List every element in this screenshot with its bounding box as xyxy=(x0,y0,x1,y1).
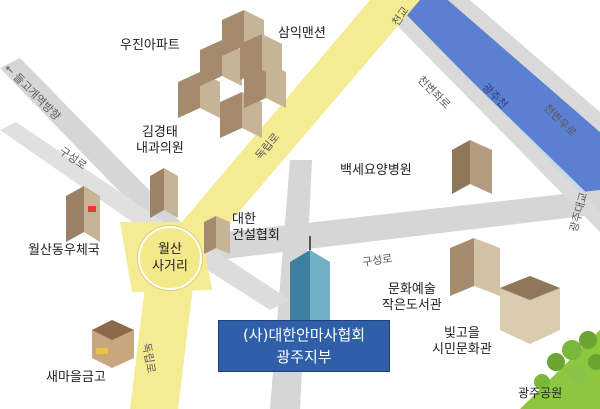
post-office-building xyxy=(66,186,100,242)
library-label-line1: 문화예술 xyxy=(387,282,436,297)
park-trees xyxy=(534,331,600,390)
destination-branch: 광주지부 xyxy=(276,348,332,366)
guseong-road-left xyxy=(0,122,176,244)
cheonbyeon-u-road xyxy=(448,0,600,132)
library-building xyxy=(450,238,500,296)
cheonbyeon-jwa-road xyxy=(372,0,600,232)
destination-tower xyxy=(290,236,330,330)
baekse-hospital-label: 백세요양병원 xyxy=(340,163,412,178)
kim-clinic-label-line1: 김경태 xyxy=(141,125,178,140)
culture-center-building xyxy=(500,276,560,344)
destination-callout: (사)대한안마사협회 광주지부 xyxy=(218,320,390,372)
woojin-apartment-label: 우진아파트 xyxy=(120,38,180,53)
samik-mansion-buildings xyxy=(220,34,286,138)
culture-center-label-line2: 시민문화관 xyxy=(432,342,492,357)
credit-union-building xyxy=(92,320,134,368)
kim-clinic-label: 김경태 내과의원 xyxy=(136,125,184,157)
main-road-north xyxy=(148,0,420,262)
main-road-south xyxy=(130,262,196,409)
construction-association-label: 대한 건설협회 xyxy=(232,212,280,244)
post-office-label: 월산동우체국 xyxy=(28,243,100,258)
wolsan-intersection-line2: 사거리 xyxy=(152,259,188,274)
wolsan-intersection-line1: 월산 xyxy=(158,242,182,257)
clinic-building xyxy=(150,168,178,218)
wolsan-intersection-marker: 월산 사거리 xyxy=(138,226,202,290)
construction-association-label-line1: 대한 xyxy=(232,212,256,227)
library-label-line2: 작은도서관 xyxy=(382,298,442,313)
pass-road xyxy=(0,58,196,250)
destination-name: (사)대한안마사협회 xyxy=(242,326,366,344)
culture-center-label: 빛고을 시민문화관 xyxy=(432,326,492,358)
culture-center-label-line1: 빛고을 xyxy=(443,326,480,341)
credit-union-label: 새마을금고 xyxy=(46,370,106,385)
construction-association-label-line2: 건설협회 xyxy=(232,228,280,243)
gwangju-park-label: 광주공원 xyxy=(518,386,563,400)
kim-clinic-label-line2: 내과의원 xyxy=(136,141,184,156)
library-label: 문화예술 작은도서관 xyxy=(382,282,442,314)
samik-mansion-label: 삼익맨션 xyxy=(278,26,326,41)
construction-building xyxy=(204,216,230,254)
hospital-building xyxy=(452,140,492,194)
